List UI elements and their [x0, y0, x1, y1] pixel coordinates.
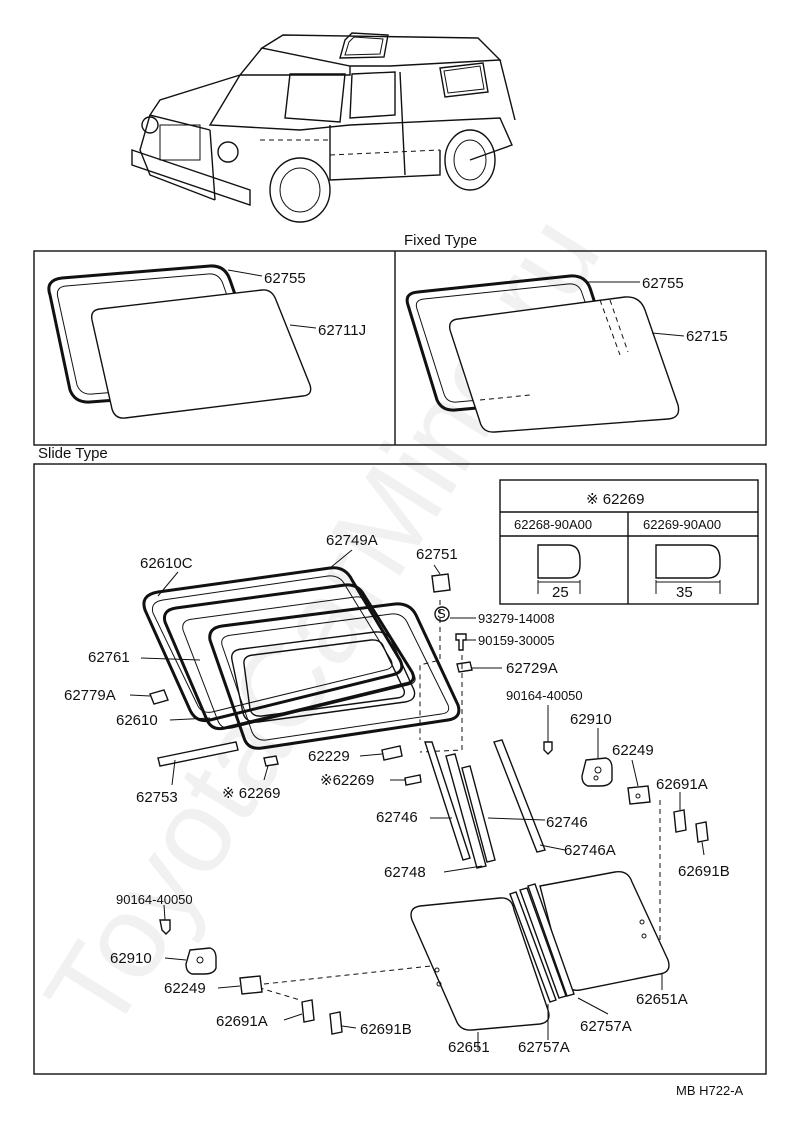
part-90159-30005-screw [455, 633, 467, 651]
callout-90159-30005: 90159-30005 [478, 633, 555, 648]
callout-90164-40050-left: 90164-40050 [116, 892, 193, 907]
callout-62249-left: 62249 [164, 980, 206, 997]
callout-62691A-right: 62691A [656, 776, 708, 793]
part-62229-stopper [381, 745, 403, 761]
callout-62715: 62715 [686, 328, 728, 345]
vehicle-illustration [131, 32, 516, 223]
callout-62749A: 62749A [326, 532, 378, 549]
callout-62910-right: 62910 [570, 711, 612, 728]
part-62757A-weatherstrips [509, 883, 575, 1003]
callout-62691A-left: 62691A [216, 1013, 268, 1030]
callout-62746A: 62746A [564, 842, 616, 859]
callout-62711J: 62711J [318, 322, 366, 339]
callout-62269-left: ※ 62269 [222, 785, 280, 802]
latch-assembly-left [159, 919, 343, 1035]
fixed-type-panel [33, 250, 767, 446]
part-62269-spacer-right [404, 774, 422, 786]
spacer-35-shape [655, 544, 721, 579]
s-mark: S [437, 606, 446, 621]
callout-62757A-right: 62757A [580, 1018, 632, 1035]
callout-62755-right: 62755 [642, 275, 684, 292]
part-62779A-pad [149, 689, 169, 705]
part-62753-rail [157, 741, 239, 767]
diagram-code: MB H722-A [676, 1083, 744, 1098]
callout-62779A: 62779A [64, 687, 116, 704]
fixed-right-glass [448, 296, 680, 433]
callout-62729A: 62729A [506, 660, 558, 677]
part-62651-glass [410, 897, 550, 1031]
part-62729A-bracket [456, 661, 473, 673]
inset-table-col2-code: 62269-90A00 [643, 517, 721, 532]
slide-window-frames [142, 566, 461, 750]
inset-dim-25: 25 [552, 584, 569, 601]
slide-type-panel [33, 463, 767, 1075]
callout-62610C: 62610C [140, 555, 193, 572]
run-channels [424, 739, 546, 869]
latch-assembly-right [543, 741, 709, 843]
inset-table-title: ※ 62269 [586, 491, 644, 508]
callout-62610: 62610 [116, 712, 158, 729]
section-title-fixed-type: Fixed Type [404, 232, 477, 249]
part-62751-clip [431, 573, 451, 593]
callout-62691B-left: 62691B [360, 1021, 412, 1038]
callout-62753: 62753 [136, 789, 178, 806]
callout-62748: 62748 [384, 864, 426, 881]
callout-62757A-left: 62757A [518, 1039, 570, 1056]
callout-62229: 62229 [308, 748, 350, 765]
callout-62910-left: 62910 [110, 950, 152, 967]
part-93279-14008-washer [434, 606, 450, 622]
callout-90164-40050-right: 90164-40050 [506, 688, 583, 703]
callout-62269-right: ※62269 [320, 772, 374, 789]
callout-62651A: 62651A [636, 991, 688, 1008]
callout-62249-right: 62249 [612, 742, 654, 759]
section-title-slide-type: Slide Type [38, 445, 108, 462]
callout-62746-left: 62746 [376, 809, 418, 826]
part-62269-spacer-left [263, 755, 279, 767]
fixed-left-glass [90, 289, 312, 419]
inset-table-62269: ※ 62269 62268-90A00 62269-90A00 25 35 [499, 479, 759, 605]
callout-62761: 62761 [88, 649, 130, 666]
callout-62755-left: 62755 [264, 270, 306, 287]
callout-62751: 62751 [416, 546, 458, 563]
callout-62746-right: 62746 [546, 814, 588, 831]
spacer-25-shape [537, 544, 581, 579]
inset-dim-35: 35 [676, 584, 693, 601]
inset-table-col1-code: 62268-90A00 [514, 517, 592, 532]
callout-93279-14008: 93279-14008 [478, 611, 555, 626]
callout-62691B-right: 62691B [678, 863, 730, 880]
leader-lines [129, 549, 705, 1050]
callout-62651: 62651 [448, 1039, 490, 1056]
